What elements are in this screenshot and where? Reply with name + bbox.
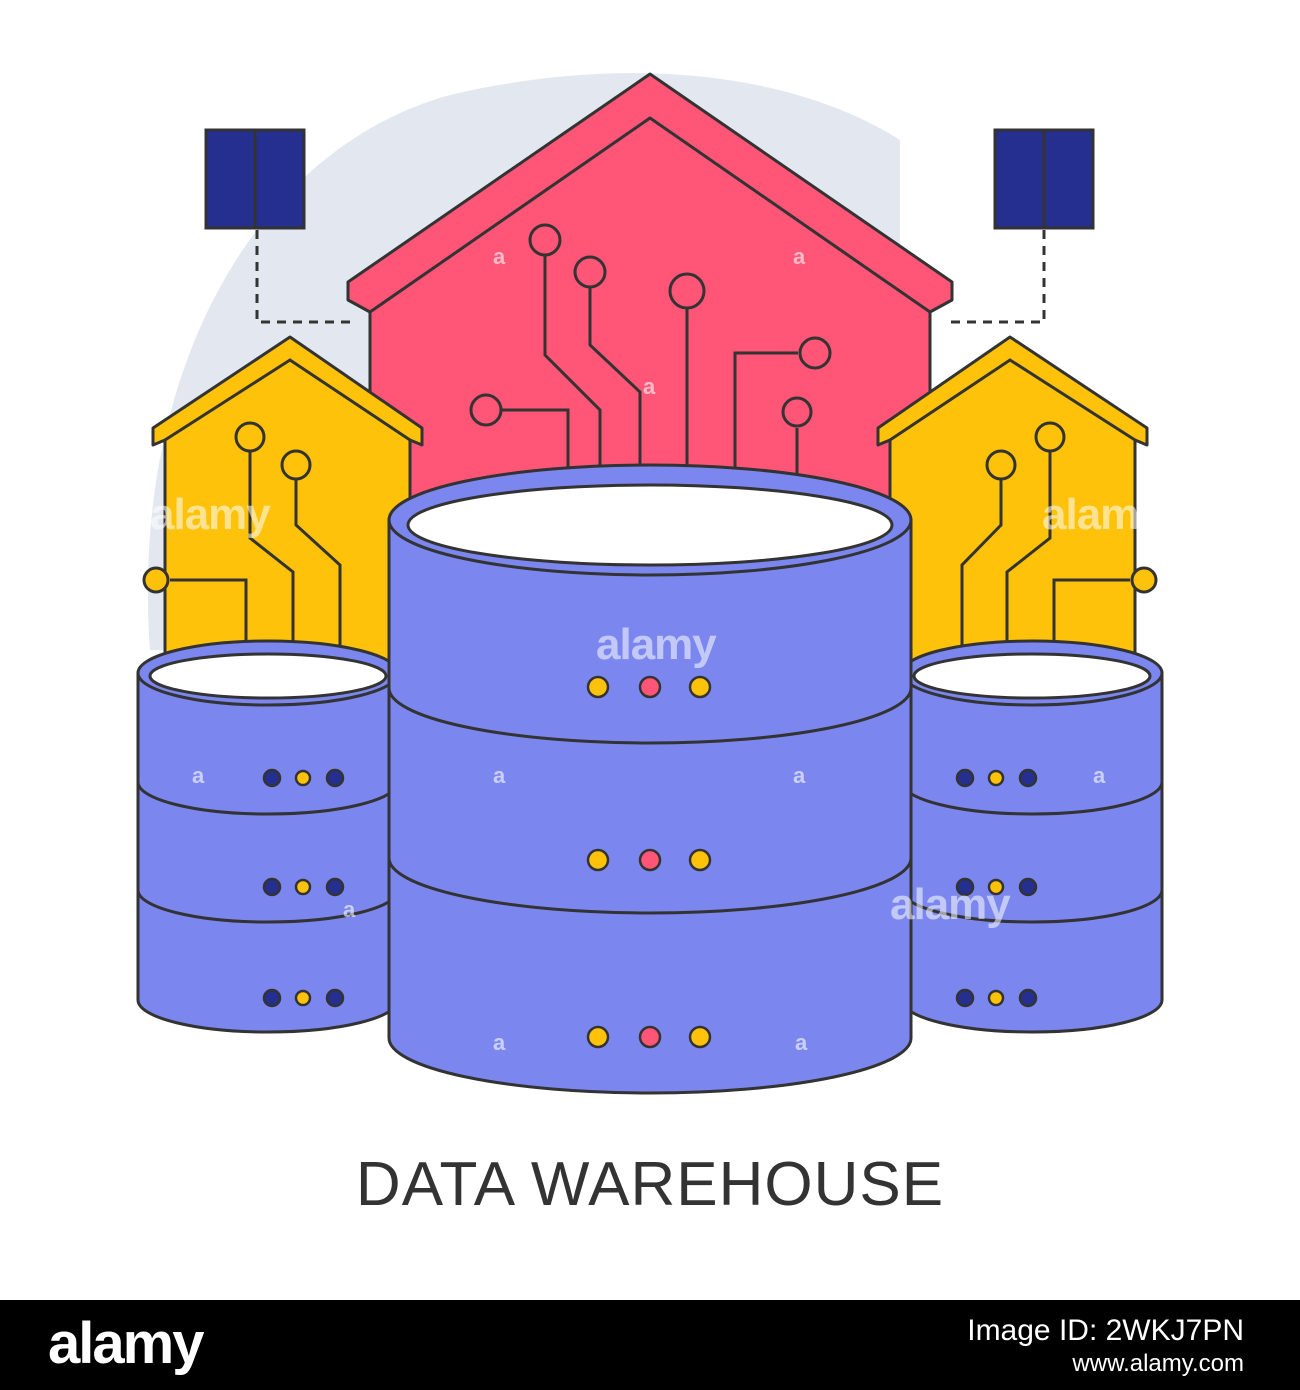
watermark-mark: a bbox=[793, 244, 806, 269]
watermark-mark: a bbox=[1093, 763, 1106, 788]
yellow-house-right-icon bbox=[876, 335, 1158, 692]
database-right-icon bbox=[900, 639, 1164, 1034]
solar-panel-left-icon bbox=[204, 128, 306, 230]
watermark-text: alamy bbox=[1042, 490, 1163, 539]
yellow-house-left-icon bbox=[142, 335, 424, 692]
watermark-mark: a bbox=[193, 1030, 206, 1055]
watermark-text: alamy bbox=[890, 880, 1011, 929]
footer-bar: alamy Image ID: 2WKJ7PN www.alamy.com bbox=[0, 1300, 1300, 1390]
watermark-mark: a bbox=[192, 763, 205, 788]
data-warehouse-illustration bbox=[136, 72, 1164, 1095]
image-id-label: Image ID: 2WKJ7PN bbox=[967, 1314, 1244, 1347]
watermark-mark: a bbox=[493, 244, 506, 269]
watermark-text: alamy bbox=[150, 490, 271, 539]
watermark-mark: a bbox=[795, 1030, 808, 1055]
watermark-mark: a bbox=[493, 1030, 506, 1055]
database-center-icon bbox=[387, 463, 913, 1095]
database-left-icon bbox=[136, 639, 400, 1034]
watermark-mark: a bbox=[343, 897, 356, 922]
connector-right bbox=[948, 230, 1046, 324]
footer-logo: alamy bbox=[48, 1311, 204, 1376]
page-title: DATA WAREHOUSE bbox=[355, 1150, 945, 1219]
watermark-mark: a bbox=[493, 763, 506, 788]
watermark-text: alamy bbox=[596, 620, 717, 669]
watermark-mark: a bbox=[793, 763, 806, 788]
watermark-mark: a bbox=[643, 374, 656, 399]
footer-url: www.alamy.com bbox=[1072, 1350, 1244, 1377]
solar-panel-right-icon bbox=[993, 128, 1095, 230]
watermark-mark: a bbox=[1092, 1030, 1105, 1055]
